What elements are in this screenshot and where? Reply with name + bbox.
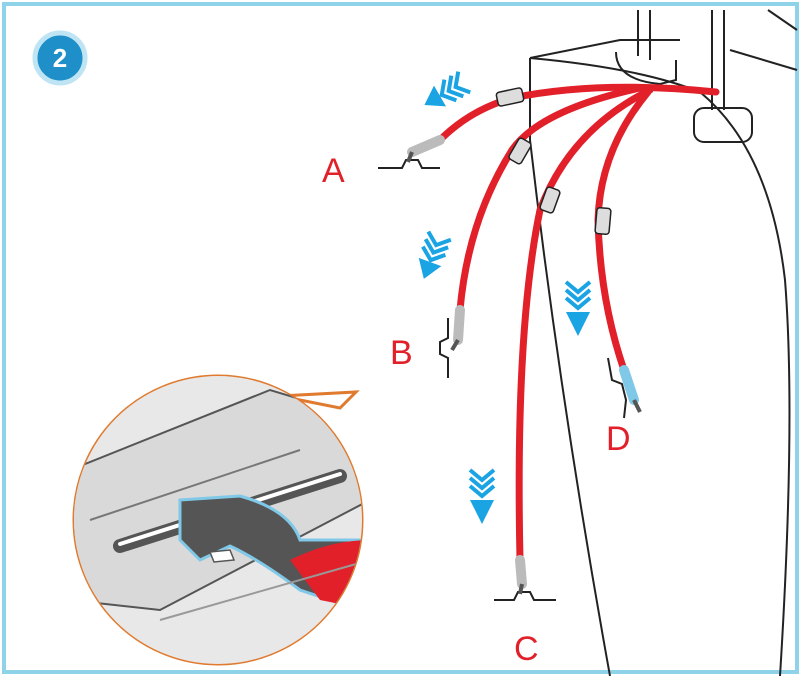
anchor-a — [378, 135, 445, 169]
step-number: 2 — [53, 43, 67, 73]
step-badge-icon: 2 — [32, 30, 88, 86]
chevron-arrow-icon — [417, 69, 592, 524]
label-c: C — [514, 630, 539, 668]
anchor-b — [439, 305, 465, 378]
label-a: A — [322, 152, 345, 190]
strap-c — [515, 86, 654, 564]
anchor-d — [607, 357, 642, 419]
anchor-c — [494, 555, 556, 601]
strap-connectors — [495, 87, 612, 236]
label-d: D — [606, 420, 631, 458]
strap-a — [436, 83, 720, 144]
label-b: B — [390, 334, 413, 372]
zoom-callout — [72, 374, 364, 666]
